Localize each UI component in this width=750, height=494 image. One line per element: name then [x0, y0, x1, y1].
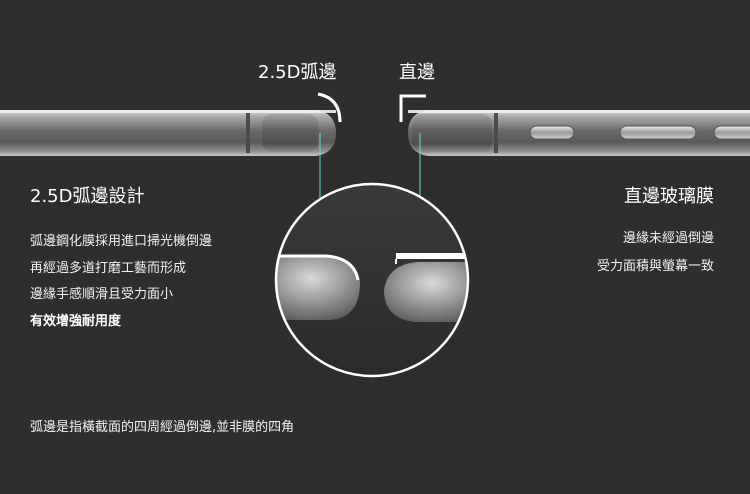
- straight-edge-label: 直邊: [399, 62, 435, 83]
- straight-edge-closeup: [384, 253, 468, 322]
- footnote: 弧邊是指橫截面的四周經過倒邊,並非膜的四角: [30, 420, 295, 435]
- curved-edge-label: 2.5D弧邊: [258, 62, 337, 83]
- magnifier-circle: [274, 182, 470, 378]
- right-panel-title: 直邊玻璃膜: [624, 186, 714, 207]
- curved-edge-marker-icon: [317, 92, 342, 123]
- left-phone-edge: [0, 110, 336, 156]
- left-panel-title: 2.5D弧邊設計: [30, 186, 145, 207]
- right-panel-description: 邊緣未經過倒邊 受力面積與螢幕一致: [597, 225, 714, 281]
- left-desc-line: 有效增強耐用度: [30, 314, 122, 330]
- right-phone-edge: [408, 110, 750, 156]
- left-panel-description: 弧邊鋼化膜採用進口掃光機倒邊 再經過多道打磨工藝而形成 邊緣手感順滑且受力面小 …: [30, 229, 212, 336]
- left-desc-line: 邊緣手感順滑且受力面小: [30, 287, 174, 303]
- right-desc-line: 邊緣未經過倒邊: [622, 231, 714, 246]
- straight-edge-marker-icon: [399, 94, 426, 122]
- left-desc-line: 弧邊鋼化膜採用進口掃光機倒邊: [30, 234, 213, 249]
- left-desc-line: 再經過多道打磨工藝而形成: [30, 260, 187, 276]
- right-desc-line: 受力面積與螢幕一致: [596, 259, 714, 274]
- curved-edge-closeup: [276, 254, 360, 320]
